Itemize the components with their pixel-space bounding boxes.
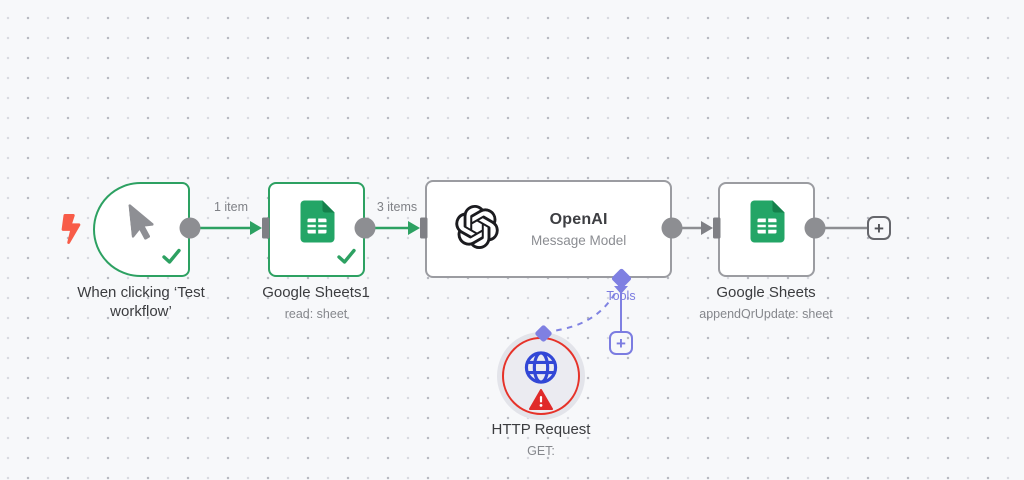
node-label-sheets2: Google Sheets appendOrUpdate: sheet bbox=[676, 284, 856, 321]
node-title: HTTP Request bbox=[491, 421, 591, 438]
node-subtitle: GET: bbox=[527, 443, 555, 458]
input-connector[interactable] bbox=[420, 217, 428, 239]
node-label-http: HTTP Request GET: bbox=[456, 421, 626, 458]
success-check-icon bbox=[162, 248, 181, 270]
arrowhead-icon bbox=[701, 221, 713, 235]
connection-http-to-openai-tool[interactable] bbox=[552, 283, 621, 332]
plus-icon: + bbox=[616, 333, 626, 353]
google-sheets-icon bbox=[298, 200, 335, 249]
node-http-request[interactable] bbox=[497, 332, 585, 420]
input-connector[interactable] bbox=[713, 217, 721, 239]
http-request-error-ring bbox=[502, 337, 580, 415]
success-check-icon bbox=[337, 248, 356, 270]
openai-node-text: OpenAI Message Model bbox=[531, 211, 626, 248]
node-label-trigger: When clicking ‘Test workflow’ bbox=[56, 284, 226, 322]
node-title: Google Sheets bbox=[716, 284, 816, 301]
node-google-sheets2[interactable] bbox=[718, 182, 815, 277]
node-title: OpenAI bbox=[549, 210, 608, 228]
add-tool-button[interactable]: + bbox=[609, 331, 633, 355]
connection-label-1-item: 1 item bbox=[213, 200, 249, 214]
node-subtitle: appendOrUpdate: sheet bbox=[699, 306, 833, 321]
node-title: When clicking ‘Test workflow’ bbox=[77, 284, 205, 320]
node-manual-trigger[interactable] bbox=[93, 182, 190, 277]
plus-icon: + bbox=[874, 218, 884, 238]
trigger-bolt-icon bbox=[61, 214, 81, 249]
output-connector[interactable] bbox=[354, 217, 376, 239]
output-connector[interactable] bbox=[804, 217, 826, 239]
openai-icon bbox=[455, 204, 499, 254]
node-subtitle: read: sheet bbox=[284, 306, 348, 321]
mouse-pointer-icon bbox=[128, 202, 155, 246]
globe-icon bbox=[522, 349, 560, 392]
output-connector[interactable] bbox=[179, 217, 201, 239]
arrowhead-icon bbox=[408, 221, 420, 235]
node-label-sheets1: Google Sheets1 read: sheet bbox=[241, 284, 391, 321]
input-connector[interactable] bbox=[262, 217, 270, 239]
google-sheets-icon bbox=[748, 200, 785, 249]
node-google-sheets1[interactable] bbox=[268, 182, 365, 277]
node-openai[interactable]: OpenAI Message Model bbox=[425, 180, 672, 278]
tools-port-label: Tools bbox=[606, 289, 636, 303]
arrowhead-icon bbox=[250, 221, 262, 235]
output-connector[interactable] bbox=[661, 217, 683, 239]
connection-label-3-items: 3 items bbox=[376, 200, 418, 214]
node-title: Google Sheets1 bbox=[262, 284, 370, 301]
error-warning-icon bbox=[529, 389, 553, 415]
node-subtitle: Message Model bbox=[531, 232, 627, 248]
tools-arrow-icon bbox=[614, 286, 628, 294]
add-node-button[interactable]: + bbox=[867, 216, 891, 240]
